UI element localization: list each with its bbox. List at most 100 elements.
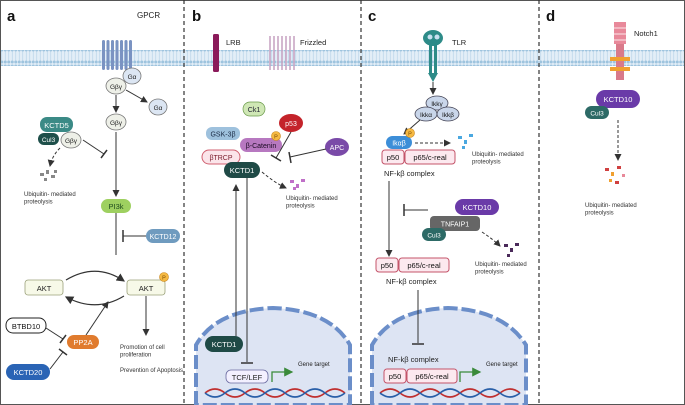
inhibit-line-apc <box>289 148 327 158</box>
g-alpha-free-node <box>148 98 168 116</box>
ubiquitin-fragments-icon-b <box>290 179 305 190</box>
gene-arrow-b <box>271 367 294 382</box>
ikky-node <box>425 95 449 111</box>
outcome-label-2: Prevention of Apoptosis <box>120 368 183 374</box>
p50-node-b <box>375 257 399 273</box>
p53-label: p53 <box>285 121 297 128</box>
ubiquitin-fragments-icon <box>40 170 57 181</box>
nfkb-complex-label: NF-kβ complex <box>384 169 435 178</box>
ubiquitin-fragments-icon-d <box>605 166 625 184</box>
gsk3b-label: GSK-3β <box>210 132 235 139</box>
kctd10-label-d: KCTD10 <box>604 95 633 104</box>
gene-target-label-c: Gene target <box>486 362 518 368</box>
p65-node-b <box>398 257 450 273</box>
inhibit-line-btbd10 <box>45 327 64 340</box>
gpcr-receptor-icon <box>102 40 132 70</box>
g-beta-gamma-bound-node <box>60 131 82 149</box>
btrcp-node <box>201 149 241 165</box>
akt-active-node <box>126 279 166 296</box>
panel-a: GPCR Gβγ Gα Gα Gβγ KCTD5 Cul3 Gβγ Ubiqui… <box>5 11 183 380</box>
gene-arrow-c <box>459 367 482 382</box>
p65-label: p65/c-real <box>413 153 447 162</box>
phospho-label-catenin: P <box>274 135 278 141</box>
ubiquitin-fragments-icon-c2 <box>504 243 519 257</box>
g-alpha-label: Gα <box>128 74 137 81</box>
phospho-label-ikab: P <box>408 132 412 138</box>
g-beta-gamma-bound-label: Gβγ <box>65 138 78 145</box>
gpcr-label: GPCR <box>137 11 160 20</box>
btrcp-label: βTRCP <box>209 155 232 162</box>
phospho-label-akt: P <box>162 276 166 282</box>
kctd5-label: KCTD5 <box>44 121 69 130</box>
akt-active-label: AKT <box>139 284 154 293</box>
cell-membrane <box>0 50 685 66</box>
ck1-label: Ck1 <box>248 107 261 114</box>
inhibit-bar-p53 <box>270 154 282 162</box>
akt-inactive-node <box>24 279 64 296</box>
panel-letter-b: b <box>192 8 201 25</box>
kctd10-label-c: KCTD10 <box>463 203 492 212</box>
tcf-lef-label: TCF/LEF <box>232 373 263 382</box>
inhibit-bar-apc <box>288 151 292 164</box>
cul3-label-d: Cul3 <box>590 111 604 118</box>
inhibit-bar-kctd5 <box>100 149 108 159</box>
inhibit-bar-kctd20 <box>58 348 68 356</box>
g-beta-gamma-free-node <box>105 113 127 131</box>
notch1-label: Notch1 <box>634 29 658 38</box>
panel-letter-d: d <box>546 8 555 25</box>
dna-strand-c2 <box>379 388 521 398</box>
gene-target-label-b: Gene target <box>298 362 330 368</box>
p50-label: p50 <box>387 153 400 162</box>
frizzled-receptor-icon <box>269 36 295 70</box>
nfkb-complex-label-b: NF-kβ complex <box>386 277 437 286</box>
notch1-receptor-icon <box>610 22 630 80</box>
phospho-badge-akt <box>159 272 169 282</box>
lrb-label: LRB <box>226 38 241 47</box>
arrow-galpha-release <box>125 89 148 103</box>
cul3-label-a: Cul3 <box>42 137 56 144</box>
cul3-node-a <box>38 133 59 145</box>
tlr-label: TLR <box>452 38 467 47</box>
kctd1-nuclear-node <box>205 336 243 352</box>
ck1-node <box>242 101 266 117</box>
panel-b: LRB Frizzled Ck1 p53 GSK-3β β-Catenin P … <box>194 34 352 405</box>
inhibit-line-p53 <box>275 131 292 159</box>
tnfaip1-node <box>430 216 480 231</box>
apc-label: APC <box>330 145 344 152</box>
ikab-label: Ikαβ <box>392 141 406 148</box>
p50-node <box>381 149 405 165</box>
arrow-degradation-a <box>47 147 61 167</box>
g-alpha-node <box>122 67 142 85</box>
arrow-degradation-b <box>261 171 287 189</box>
inhibit-line-kctd5 <box>82 139 105 155</box>
cul3-label-c: Cul3 <box>427 233 441 240</box>
kctd10-node-c <box>455 199 499 215</box>
btbd10-label: BTBD10 <box>12 322 40 331</box>
lrb-receptor-icon <box>213 34 219 72</box>
g-beta-gamma-label: Gβγ <box>110 84 123 91</box>
panel-c: TLR Ikkγ Ikkα Ikkβ Ikαβ P Ubiquitin- med… <box>370 30 528 405</box>
apc-node <box>325 138 349 156</box>
pi3k-node <box>101 199 131 213</box>
p65-label-b: p65/c-real <box>407 261 441 270</box>
ikkb-node <box>436 106 460 122</box>
panel-letter-c: c <box>368 8 376 25</box>
p50-label-b: p50 <box>381 261 394 270</box>
arrow-pp2a-akt <box>85 301 109 336</box>
dna-strand-b2 <box>204 388 346 398</box>
p65-nuclear-label: p65/c-real <box>415 372 449 381</box>
kctd5-node <box>40 117 73 132</box>
p65-nuclear-node <box>406 368 458 384</box>
ikka-label: Ikkα <box>420 112 432 119</box>
p65-node <box>404 149 456 165</box>
cul3-node-d <box>585 106 609 119</box>
kctd20-node <box>6 364 50 380</box>
g-alpha-free-label: Gα <box>154 105 163 112</box>
tnfaip1-label: TNFAIP1 <box>441 222 470 229</box>
